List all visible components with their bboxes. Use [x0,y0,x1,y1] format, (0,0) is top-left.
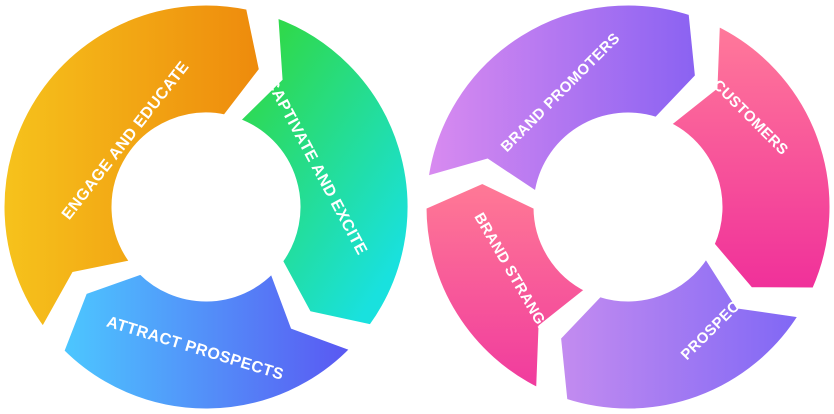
segment-brand-strangers [421,178,593,395]
segment-brand-promoters [422,0,701,199]
segment-engage-and-educate [0,0,265,335]
segment-captivate-and-excite [232,11,413,330]
segment-attract-prospects [58,266,358,414]
segment-prospects [555,251,806,414]
segment-customers [663,19,834,293]
